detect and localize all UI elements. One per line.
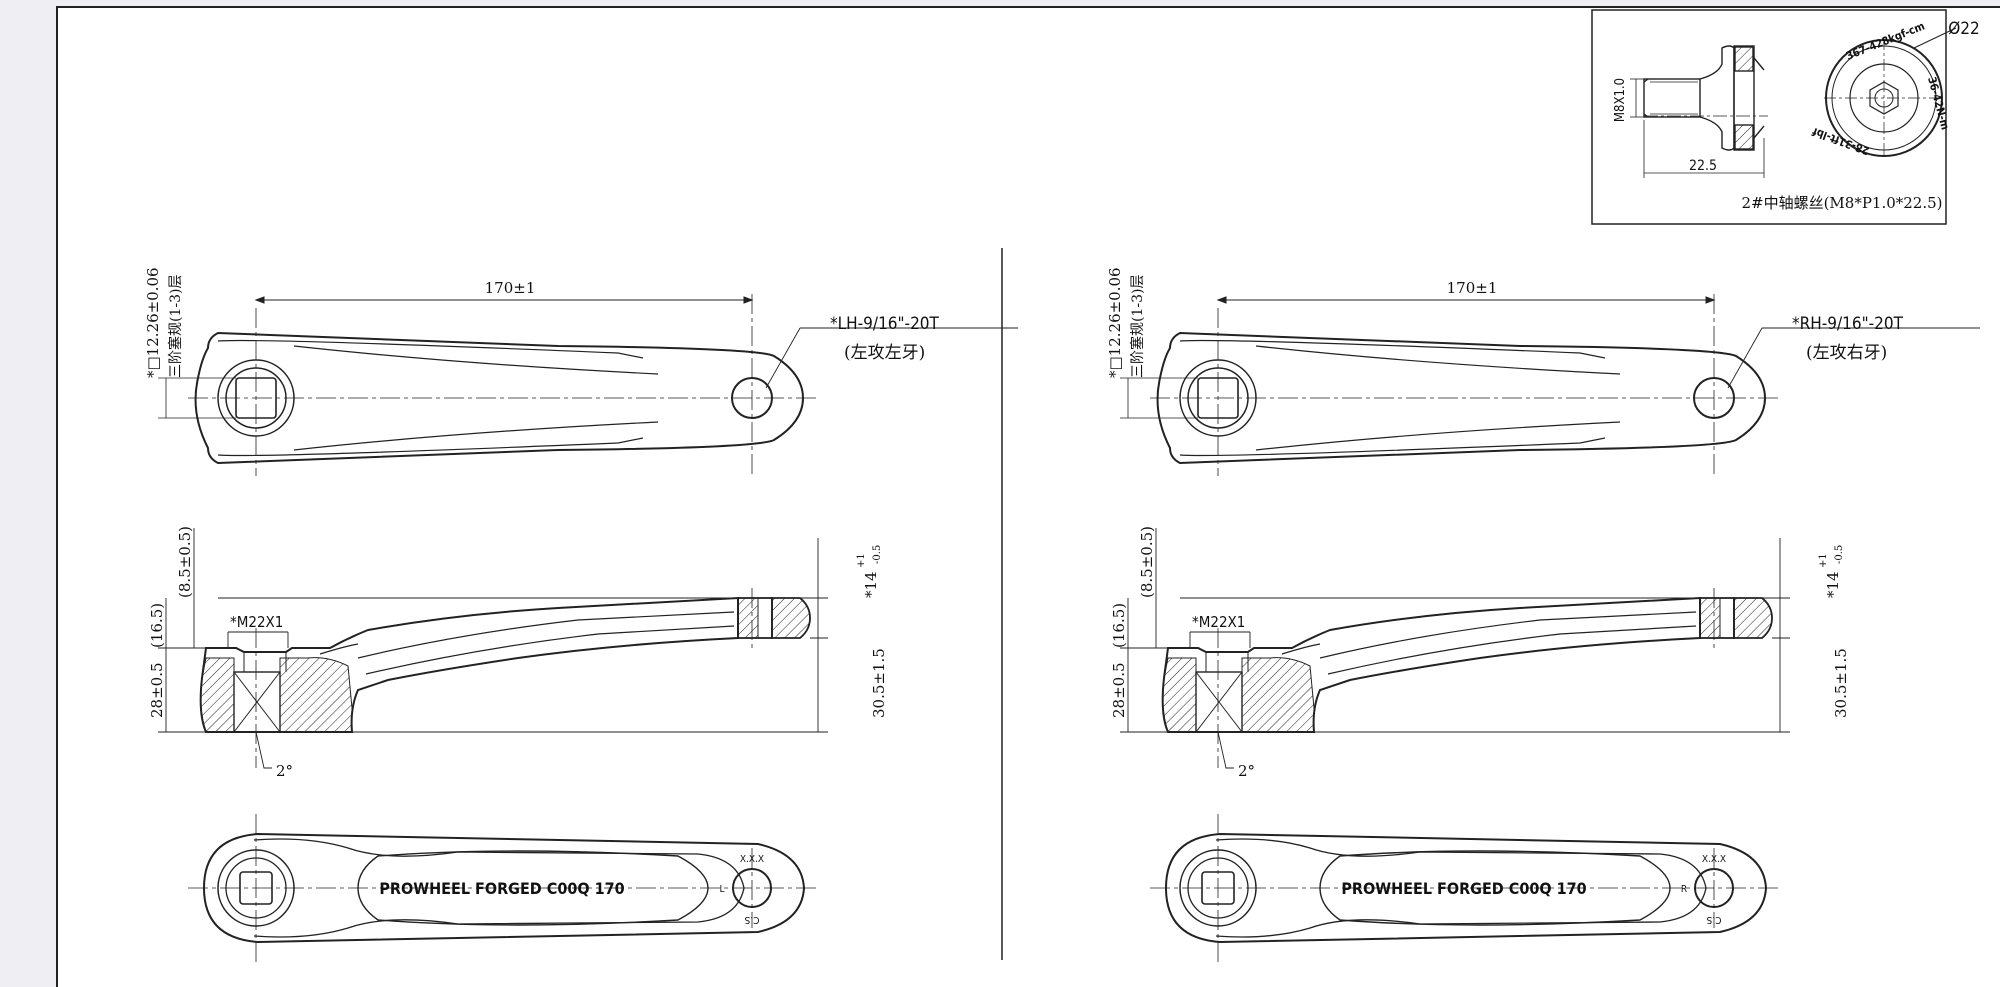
left-m22-thread: *M22X1 bbox=[230, 613, 283, 631]
left-dim-8-5: (8.5±0.5) bbox=[176, 526, 194, 598]
left-square-note: 三阶塞规(1-3)层 bbox=[167, 275, 184, 378]
bolt-length-dim: 22.5 bbox=[1689, 158, 1717, 174]
bolt-front-view bbox=[1824, 27, 1957, 158]
left-square-dim: *□12.26±0.06 bbox=[144, 267, 162, 378]
left-dim-14: *14 bbox=[862, 571, 880, 598]
right-crank-engraving: PROWHEEL FORGED C00Q 170 bbox=[1341, 879, 1586, 898]
right-angle-2: 2° bbox=[1238, 762, 1255, 780]
right-dim-8-5: (8.5±0.5) bbox=[1138, 526, 1156, 598]
right-dim-30-5: 30.5±1.5 bbox=[1832, 648, 1850, 718]
left-tol-14-lower: -0.5 bbox=[872, 545, 883, 564]
right-square-note: 三阶塞规(1-3)层 bbox=[1129, 275, 1146, 378]
bolt-dim-lines bbox=[1630, 78, 1765, 178]
left-thread-spec: *LH-9/16"-20T bbox=[830, 314, 940, 334]
left-crank-bottom-view bbox=[188, 814, 818, 964]
left-tol-14-upper: +1 bbox=[856, 553, 867, 568]
right-square-dim: *□12.26±0.06 bbox=[1106, 267, 1124, 378]
left-dim-30-5: 30.5±1.5 bbox=[870, 648, 888, 718]
bolt-detail-inset: M8X1.0 22.5 Ø22 367-428kgf-cm 36-42N-m 2… bbox=[1591, 9, 1980, 225]
right-crank-side-view bbox=[1120, 528, 1790, 769]
right-mark-top: X.X.X bbox=[1702, 854, 1726, 865]
left-dim-16-5: (16.5) bbox=[148, 603, 166, 648]
right-mark-side: R bbox=[1681, 884, 1687, 895]
bolt-caption: 2#中轴螺丝(M8*P1.0*22.5) bbox=[1741, 194, 1942, 212]
right-dim-28: 28±0.5 bbox=[1110, 662, 1128, 718]
technical-drawing: M8X1.0 22.5 Ø22 367-428kgf-cm 36-42N-m 2… bbox=[144, 9, 1980, 964]
right-crank-top-view bbox=[1120, 294, 1980, 476]
bolt-diameter-dim: Ø22 bbox=[1948, 19, 1980, 39]
right-crank-bottom-view bbox=[1150, 814, 1780, 964]
left-dim-28: 28±0.5 bbox=[148, 662, 166, 718]
right-thread-note: (左攻右牙) bbox=[1806, 343, 1887, 363]
left-crank-engraving: PROWHEEL FORGED C00Q 170 bbox=[379, 879, 624, 898]
left-crank-drawing: 170±1 *□12.26±0.06 三阶塞规(1-3)层 *LH-9/16"-… bbox=[144, 267, 1018, 964]
right-m22-thread: *M22X1 bbox=[1192, 613, 1245, 631]
bolt-side-view bbox=[1643, 45, 1768, 151]
right-crank-drawing: 170±1 *□12.26±0.06 三阶塞规(1-3)层 *RH-9/16"-… bbox=[1106, 267, 1980, 964]
right-length-dim: 170±1 bbox=[1447, 279, 1498, 297]
left-crank-top-view bbox=[158, 294, 1018, 476]
right-tol-14-lower: -0.5 bbox=[1834, 545, 1845, 564]
left-mark-bottom: C.S bbox=[744, 914, 759, 925]
bolt-thread-dim: M8X1.0 bbox=[1613, 78, 1628, 122]
left-crank-side-view bbox=[158, 528, 828, 769]
left-thread-note: (左攻左牙) bbox=[844, 343, 925, 363]
torque-kgf-label: 367-428kgf-cm bbox=[1844, 19, 1926, 62]
left-angle-2: 2° bbox=[276, 762, 293, 780]
left-mark-side: L bbox=[719, 884, 724, 895]
right-thread-spec: *RH-9/16"-20T bbox=[1792, 314, 1904, 334]
left-length-dim: 170±1 bbox=[485, 279, 536, 297]
right-mark-bottom: C.S bbox=[1706, 914, 1721, 925]
inset-frame bbox=[1591, 9, 1947, 225]
right-tol-14-upper: +1 bbox=[1818, 553, 1829, 568]
right-dim-16-5: (16.5) bbox=[1110, 603, 1128, 648]
torque-lbf-label: 28-31ft-lbf bbox=[1810, 125, 1871, 158]
drawing-sheet: M8X1.0 22.5 Ø22 367-428kgf-cm 36-42N-m 2… bbox=[56, 6, 2000, 987]
right-dim-14: *14 bbox=[1824, 571, 1842, 598]
left-mark-top: X.X.X bbox=[740, 854, 764, 865]
